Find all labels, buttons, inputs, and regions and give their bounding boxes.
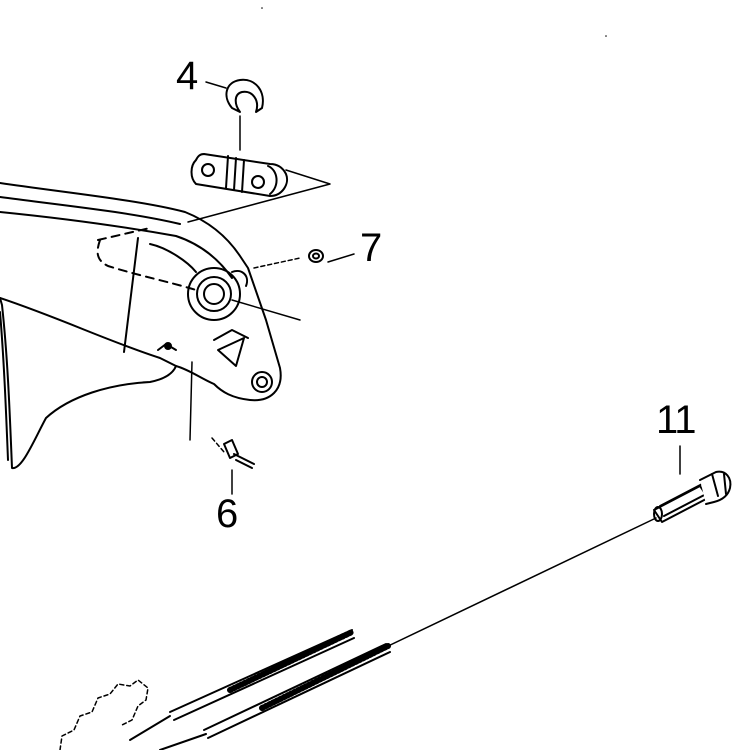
pivot-leader-line [231, 299, 301, 321]
pivot-pin [190, 153, 288, 197]
part-11-hex-bolt [653, 445, 732, 523]
threaded-rods [129, 629, 391, 750]
pin-leader-line [187, 169, 331, 223]
bolt-centre-line [383, 517, 657, 649]
speck-mark [605, 35, 607, 37]
swing-arm-housing [0, 182, 282, 469]
part-7-washer [253, 249, 355, 269]
callout-label-6: 6 [216, 492, 238, 536]
speck-mark [261, 7, 263, 9]
part-4-clip [205, 78, 264, 113]
callout-label-7: 7 [360, 226, 382, 270]
sprocket-fragment [59, 679, 149, 750]
callout-label-11: 11 [656, 398, 697, 442]
callout-label-4: 4 [176, 54, 198, 98]
part-6-bolt [211, 437, 255, 495]
